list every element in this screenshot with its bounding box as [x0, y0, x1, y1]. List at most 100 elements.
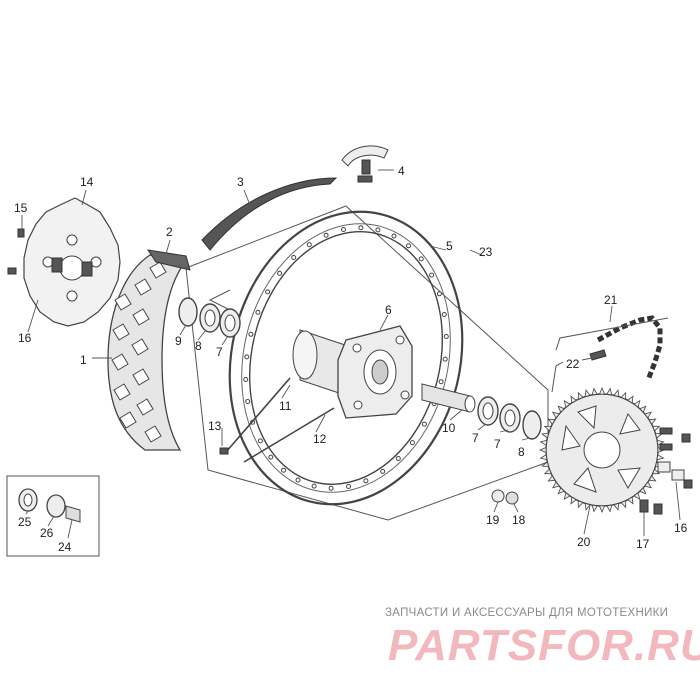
sprocket-tooth	[627, 395, 634, 404]
sprocket-tooth	[652, 425, 661, 432]
spoke-hole	[375, 227, 381, 233]
sprocket	[538, 386, 666, 514]
sprocket-tooth	[606, 504, 613, 513]
sprocket-tooth	[547, 475, 556, 482]
callout-13: 13	[208, 419, 222, 433]
spoke-hole	[245, 399, 251, 404]
left-bearings	[178, 297, 241, 338]
sprocket-tooth	[563, 399, 571, 408]
spoke-hole	[346, 484, 351, 489]
inset-box	[6, 475, 100, 557]
sprocket-tooth	[639, 487, 647, 495]
sprocket-tooth	[551, 411, 560, 419]
sprocket-tooth	[613, 389, 620, 398]
spoke-hole	[265, 289, 271, 295]
sprocket-tooth	[606, 387, 613, 396]
sprocket-tooth	[652, 468, 661, 475]
sprocket-tooth	[648, 418, 657, 425]
rim-band	[146, 249, 191, 271]
inner-tube	[201, 177, 338, 251]
callout-11: 11	[279, 399, 292, 413]
callout-6: 6	[385, 303, 392, 317]
spoke-hole	[248, 331, 254, 337]
rim-lock	[341, 145, 389, 183]
sprocket-tooth	[538, 446, 547, 454]
sprocket-tooth	[547, 418, 556, 425]
sprocket-tooth	[648, 475, 657, 482]
sprocket-tooth	[543, 468, 552, 475]
rim	[228, 210, 464, 506]
spoke-hole	[418, 256, 424, 262]
sprocket-tooth	[543, 425, 552, 432]
spoke-hole	[323, 232, 329, 238]
callout-19: 19	[486, 513, 500, 527]
sprocket-tooth	[633, 492, 641, 501]
sprocket-tooth	[551, 481, 560, 489]
spoke-hole	[429, 272, 435, 278]
callout-16-sprocket: 16	[674, 521, 688, 535]
spoke-hole	[281, 467, 286, 473]
sprocket-tooth	[620, 391, 627, 400]
sprocket-tooth	[627, 496, 634, 505]
brake-disc	[23, 197, 121, 327]
callout-7-right-a: 7	[472, 431, 479, 445]
spoke-hole	[358, 225, 364, 231]
sprocket-tooth	[598, 386, 606, 395]
spoke-hole	[421, 421, 427, 427]
sprocket-bolts	[639, 427, 693, 515]
sprocket-tooth	[539, 439, 548, 446]
spoke-hole	[409, 440, 415, 446]
rim-spoke-holes	[243, 225, 449, 491]
sprocket-tooth	[644, 481, 653, 489]
callout-16-disc: 16	[18, 331, 32, 345]
sprocket-tooth	[577, 500, 584, 509]
sprocket-tooth	[541, 432, 550, 439]
callout-labels: 1 2 3 4 5 6 7 7 7 8 8 9 10 11 12 13 14 1…	[14, 164, 688, 554]
spacer	[421, 383, 476, 413]
sprocket-tooth	[656, 454, 665, 461]
callout-8-right: 8	[518, 445, 525, 459]
callout-21: 21	[604, 293, 618, 307]
sprocket-tooth	[584, 502, 591, 511]
sprocket-tooth	[541, 461, 550, 468]
sprocket-tooth	[557, 405, 565, 413]
right-bearings	[477, 396, 542, 440]
spoke-hole	[311, 483, 317, 489]
disc-bolt	[7, 228, 25, 275]
sprocket-tooth	[613, 502, 620, 511]
callout-12: 12	[313, 432, 327, 446]
spoke-hole	[438, 379, 444, 385]
spoke-hole	[395, 456, 401, 461]
spoke-hole	[406, 243, 411, 249]
sprocket-tooth	[620, 500, 627, 509]
sprocket-tooth	[584, 389, 591, 398]
sprocket-tooth	[539, 454, 548, 461]
watermark-tagline: ЗАПЧАСТИ И АКСЕССУАРЫ ДЛЯ МОТОТЕХНИКИ	[385, 607, 669, 619]
callout-3: 3	[237, 175, 244, 189]
callout-4: 4	[398, 164, 405, 178]
callout-24: 24	[58, 540, 72, 554]
callout-26: 26	[40, 526, 54, 540]
callout-8-left: 8	[195, 339, 202, 353]
sprocket-tooth	[591, 504, 598, 513]
tire	[107, 254, 187, 451]
callout-17: 17	[636, 537, 650, 551]
sprocket-tooth	[633, 399, 641, 408]
callout-22: 22	[566, 357, 580, 371]
sprocket-tooth	[598, 505, 606, 514]
spoke-hole	[391, 233, 397, 239]
chain	[589, 315, 663, 381]
callout-7-left: 7	[216, 345, 223, 359]
callout-5: 5	[446, 239, 453, 253]
spoke-hole	[442, 356, 448, 362]
sprocket-tooth	[644, 411, 653, 419]
sprocket-tooth	[557, 487, 565, 495]
callout-14: 14	[80, 175, 94, 189]
sprocket-tooth	[570, 496, 577, 505]
spoke-hole	[328, 485, 334, 491]
spoke-hole	[255, 309, 261, 315]
sprocket-tooth	[639, 405, 647, 413]
spoke-hole	[277, 270, 283, 276]
leader-lines	[21, 169, 681, 539]
